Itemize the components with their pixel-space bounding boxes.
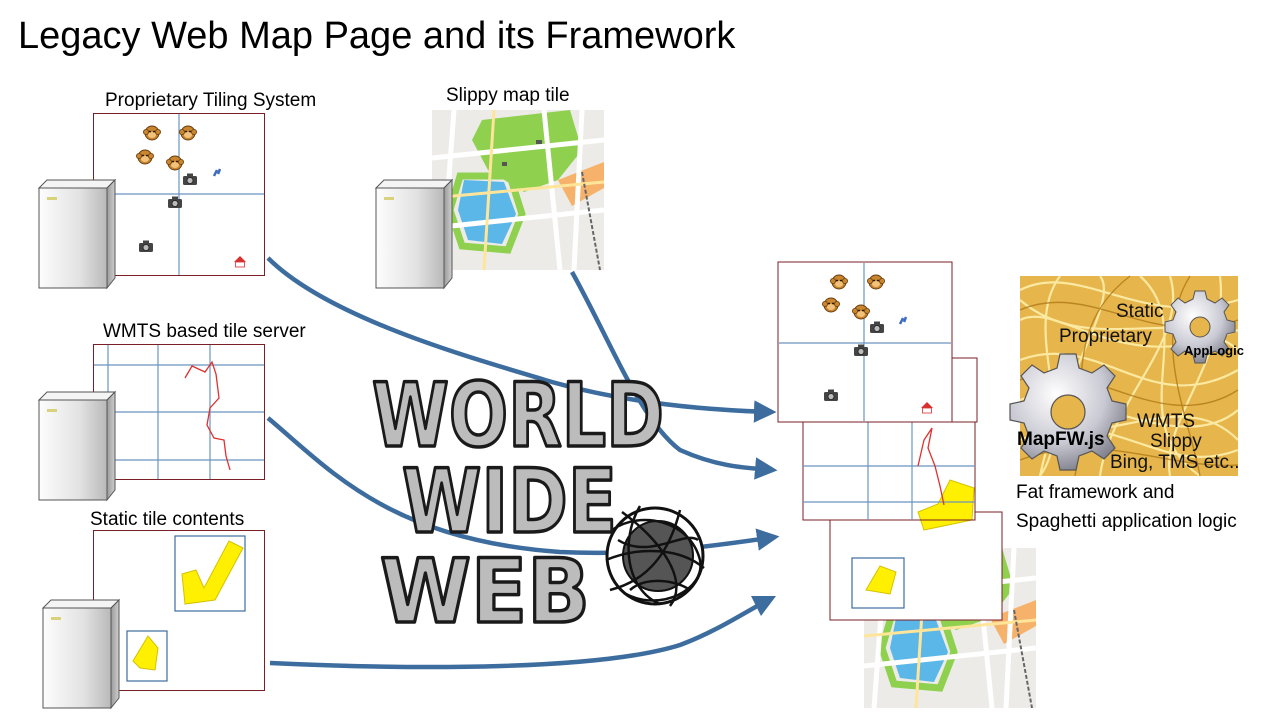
framework-label-slippy: Slippy [1150, 431, 1202, 452]
framework-caption-line2: Spaghetti application logic [1016, 511, 1237, 532]
stacked-wmts-tile [802, 409, 1003, 531]
label-static-tiles: Static tile contents [90, 509, 245, 530]
globe-doodle-icon [605, 505, 705, 607]
www-word-web: WEB [380, 540, 590, 643]
framework-label-static: Static [1116, 301, 1164, 322]
www-word-world: WORLD [372, 364, 664, 467]
framework-label-proprietary: Proprietary [1059, 326, 1152, 347]
mapfw-label: MapFW.js [1017, 429, 1105, 450]
applogic-label: AppLogic [1184, 343, 1244, 358]
static-tile-contents [126, 535, 246, 682]
stacked-proprietary-tile [777, 261, 953, 423]
spaghetti-framework-image [1009, 275, 1239, 477]
marker-icon [212, 168, 222, 177]
framework-caption-line1: Fat framework and [1016, 482, 1175, 503]
gear-icon-applogic [1164, 290, 1236, 364]
label-slippy-map-tile: Slippy map tile [446, 85, 570, 106]
data-flow-arrows [266, 256, 780, 670]
label-wmts-server: WMTS based tile server [103, 321, 306, 342]
page-title: Legacy Web Map Page and its Framework [18, 15, 736, 57]
label-proprietary-tiling: Proprietary Tiling System [105, 90, 317, 111]
stacked-static-tile [829, 511, 1003, 621]
gear-icon-mapfw [1009, 353, 1127, 471]
framework-label-bing: Bing, TMS etc.. [1110, 452, 1240, 473]
framework-label-wmts: WMTS [1137, 411, 1196, 432]
www-word-wide: WIDE [402, 450, 617, 553]
proprietary-tile-contents [94, 114, 264, 275]
